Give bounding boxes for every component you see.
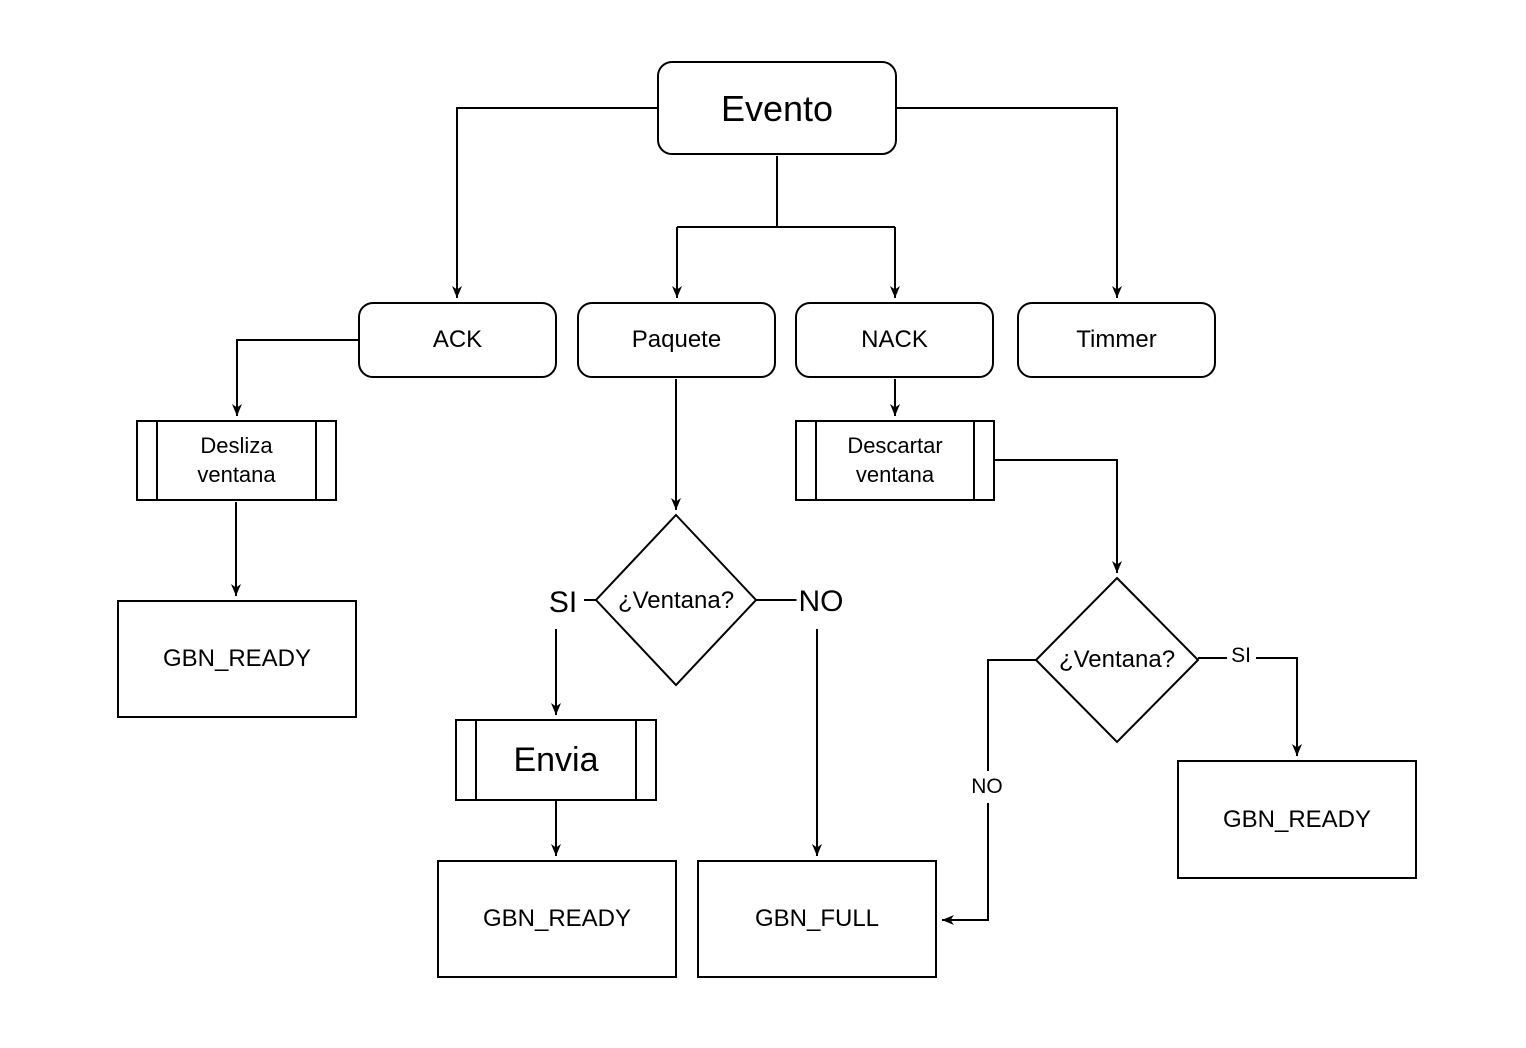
edge-label-no-right: NO — [969, 775, 1005, 799]
edge-descartar-to-decision-right — [995, 459, 1122, 573]
node-desliza-ventana: Desliza ventana — [136, 420, 337, 501]
node-gbn-ready-right: GBN_READY — [1177, 760, 1417, 879]
node-descartar-ventana: Descartar ventana — [795, 420, 995, 501]
node-timmer-label: Timmer — [1076, 326, 1157, 353]
node-nack: NACK — [795, 302, 994, 378]
node-nack-label: NACK — [861, 326, 928, 353]
node-paquete-label: Paquete — [631, 326, 722, 353]
decision-ventana-center-shape — [594, 513, 758, 687]
edge-no-right-to-gbnfull — [942, 803, 989, 925]
subprocess-bar-right — [973, 421, 975, 500]
edge-evento-to-timmer — [896, 107, 1122, 298]
subprocess-bar-right — [315, 421, 317, 500]
subprocess-bar-left — [475, 720, 477, 800]
node-gbn-ready-left: GBN_READY — [117, 600, 357, 718]
edge-label-si-center: SI — [546, 586, 580, 620]
node-gbn-ready-center-label: GBN_READY — [482, 905, 632, 932]
subprocess-bar-left — [815, 421, 817, 500]
decision-ventana-center-label: ¿Ventana? — [617, 587, 735, 614]
node-ack: ACK — [358, 302, 557, 378]
node-gbn-ready-right-label: GBN_READY — [1222, 805, 1372, 833]
node-envia: Envia — [455, 719, 657, 801]
node-desliza-ventana-label: Desliza ventana — [197, 432, 276, 487]
node-ack-label: ACK — [432, 326, 483, 353]
node-gbn-ready-center: GBN_READY — [437, 860, 677, 978]
edge-decision-right-no-upper — [987, 659, 1036, 771]
node-evento: Evento — [657, 61, 897, 155]
edge-label-si-right: SI — [1229, 644, 1253, 668]
edge-evento-to-ack — [452, 107, 657, 298]
subprocess-bar-left — [156, 421, 158, 500]
node-envia-label: Envia — [513, 740, 599, 779]
node-descartar-ventana-label: Descartar ventana — [847, 432, 943, 487]
decision-ventana-right-label: ¿Ventana? — [1058, 646, 1176, 673]
edge-si-right-to-gbnready-right — [1256, 657, 1302, 756]
decision-ventana-right-shape — [1034, 576, 1200, 744]
node-paquete: Paquete — [577, 302, 776, 378]
edge-ack-to-desliza — [232, 339, 358, 416]
node-gbn-full: GBN_FULL — [697, 860, 937, 978]
edge-label-no-center: NO — [796, 585, 846, 619]
node-timmer: Timmer — [1017, 302, 1216, 378]
subprocess-bar-right — [635, 720, 637, 800]
node-evento-label: Evento — [720, 87, 834, 129]
node-gbn-full-label: GBN_FULL — [754, 905, 880, 932]
node-gbn-ready-left-label: GBN_READY — [162, 645, 312, 672]
